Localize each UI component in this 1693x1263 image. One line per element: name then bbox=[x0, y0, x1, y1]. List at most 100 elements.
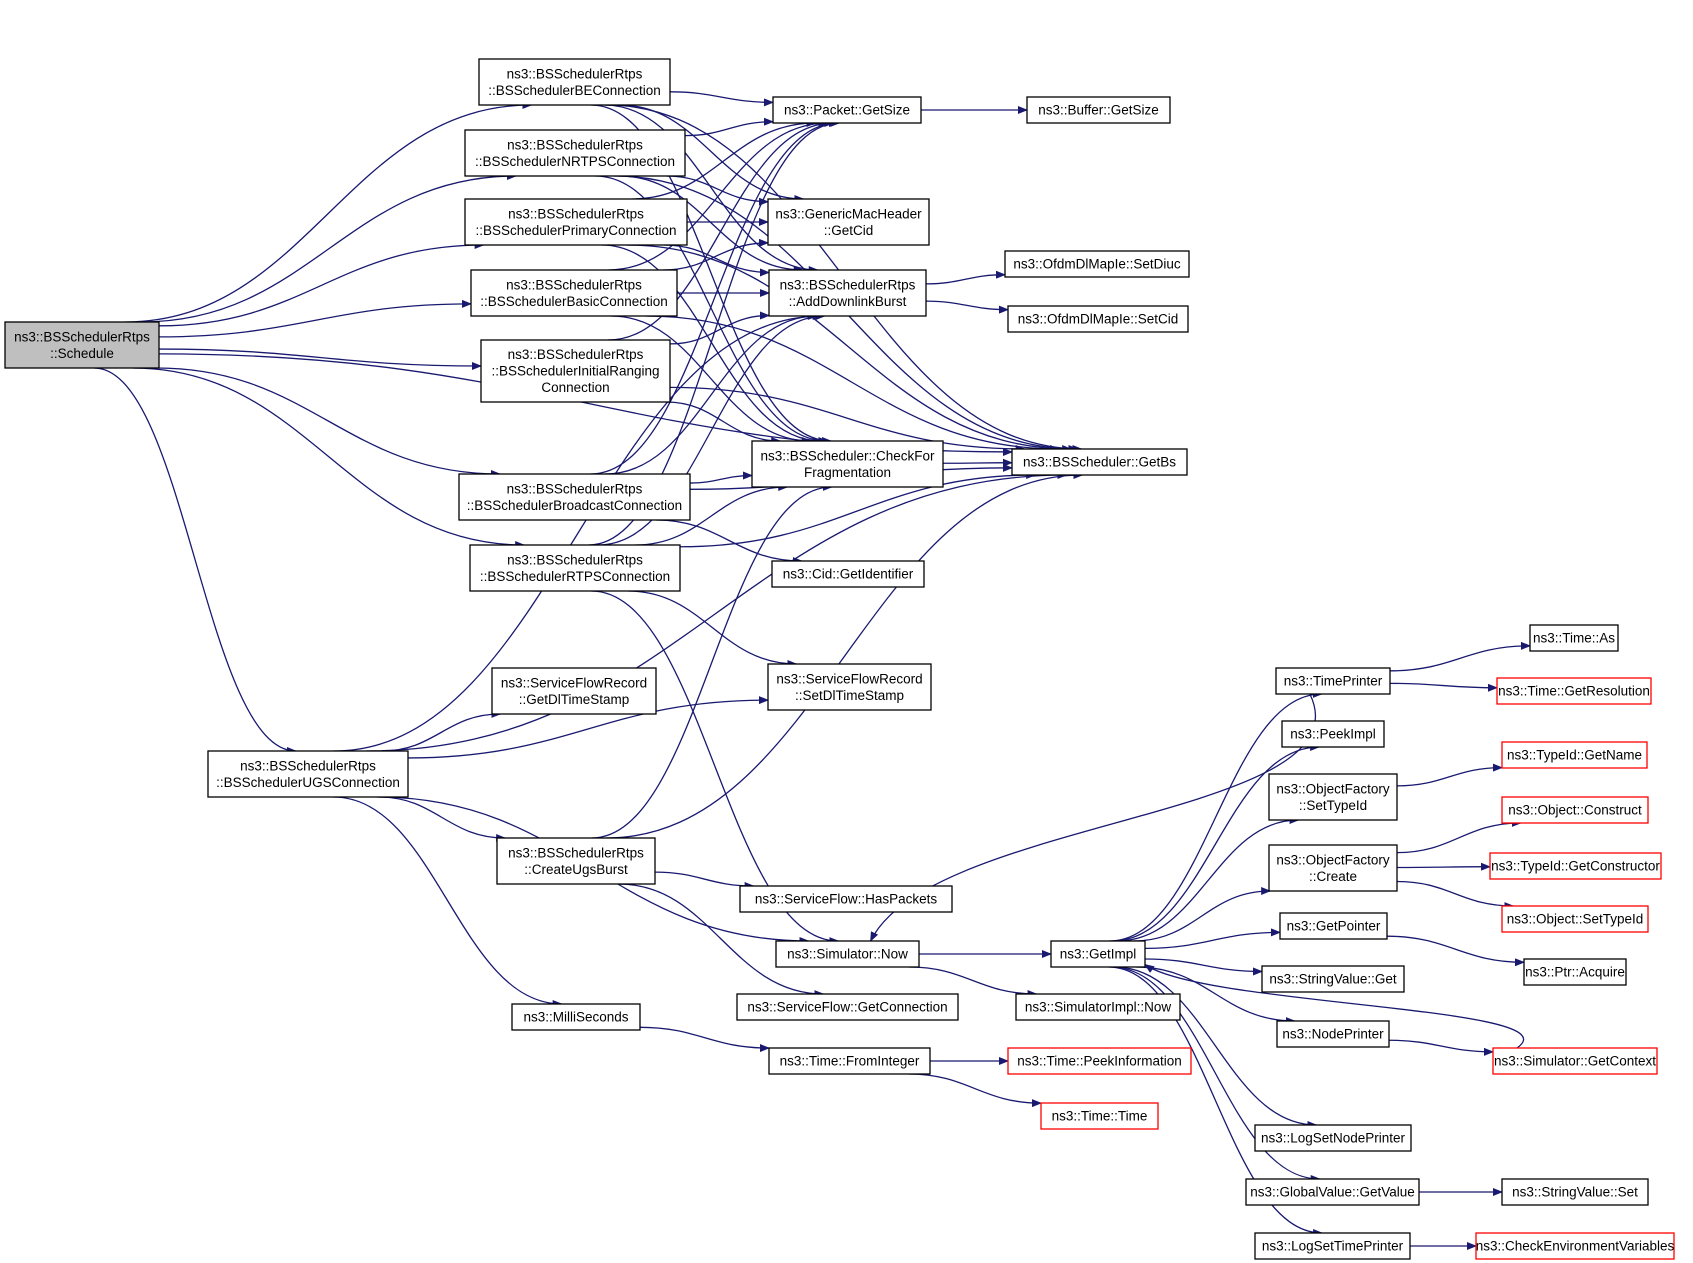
node-getpointer[interactable]: ns3::GetPointer bbox=[1279, 912, 1388, 940]
node-objconstruct[interactable]: ns3::Object::Construct bbox=[1501, 796, 1649, 824]
node-getbs[interactable]: ns3::BSScheduler::GetBs bbox=[1011, 448, 1188, 476]
edge-primary-to-getbs bbox=[626, 244, 1073, 453]
node-box bbox=[739, 885, 953, 913]
node-be[interactable]: ns3::BSSchedulerRtps::BSSchedulerBEConne… bbox=[478, 58, 671, 106]
edge-schedule-to-initrang bbox=[158, 348, 482, 371]
node-initrang[interactable]: ns3::BSSchedulerRtps::BSSchedulerInitial… bbox=[480, 339, 671, 403]
node-timeas[interactable]: ns3::Time::As bbox=[1529, 624, 1619, 652]
node-cidgetid[interactable]: ns3::Cid::GetIdentifier bbox=[771, 560, 925, 588]
node-strget[interactable]: ns3::StringValue::Get bbox=[1261, 965, 1405, 993]
edge-adddl-to-setdiuc bbox=[925, 270, 1006, 285]
node-box bbox=[511, 1003, 641, 1031]
edge-millis-to-fromint bbox=[639, 1026, 770, 1053]
edge-schedule-to-broadcast bbox=[156, 367, 501, 478]
node-logsettime[interactable]: ns3::LogSetTimePrinter bbox=[1254, 1232, 1411, 1260]
node-label-line: ns3::BSScheduler::CheckFor bbox=[760, 448, 935, 463]
node-broadcast[interactable]: ns3::BSSchedulerRtps::BSSchedulerBroadca… bbox=[458, 473, 691, 521]
node-nodeprinter[interactable]: ns3::NodePrinter bbox=[1276, 1020, 1390, 1048]
edge-ugs-to-millis bbox=[333, 796, 563, 1008]
node-setcid[interactable]: ns3::OfdmDlMapIe::SetCid bbox=[1007, 305, 1189, 333]
node-createugs[interactable]: ns3::BSSchedulerRtps::CreateUgsBurst bbox=[496, 837, 656, 885]
node-ofsettid[interactable]: ns3::ObjectFactory::SetTypeId bbox=[1268, 773, 1398, 821]
node-peekimpl[interactable]: ns3::PeekImpl bbox=[1281, 720, 1385, 748]
node-box bbox=[775, 940, 920, 968]
edge-rtps-to-adddl bbox=[597, 312, 826, 546]
node-box bbox=[1268, 773, 1398, 821]
node-getres[interactable]: ns3::Time::GetResolution bbox=[1496, 677, 1652, 705]
node-box bbox=[1040, 1102, 1159, 1130]
node-logsetnode[interactable]: ns3::LogSetNodePrinter bbox=[1254, 1124, 1412, 1152]
node-box bbox=[771, 560, 925, 588]
node-box bbox=[469, 544, 681, 592]
node-box bbox=[464, 129, 686, 177]
edge-getimpl-to-ofsettid bbox=[1117, 816, 1300, 942]
node-label-line: ns3::BSSchedulerRtps bbox=[507, 66, 643, 81]
node-setdiuc[interactable]: ns3::OfdmDlMapIe::SetDiuc bbox=[1004, 250, 1190, 278]
node-label-line: ::GetDlTimeStamp bbox=[519, 692, 630, 707]
node-schedule[interactable]: ns3::BSSchedulerRtps::Schedule bbox=[4, 321, 160, 369]
node-label-line: ns3::TypeId::GetConstructor bbox=[1491, 859, 1660, 874]
node-getsize[interactable]: ns3::Packet::GetSize bbox=[772, 96, 922, 124]
node-primary[interactable]: ns3::BSSchedulerRtps::BSSchedulerPrimary… bbox=[464, 198, 688, 246]
node-millis[interactable]: ns3::MilliSeconds bbox=[511, 1003, 641, 1031]
edge-rtps-to-getbs bbox=[679, 471, 1037, 548]
node-rtps[interactable]: ns3::BSSchedulerRtps::BSSchedulerRTPSCon… bbox=[469, 544, 681, 592]
node-label-line: ns3::MilliSeconds bbox=[523, 1010, 628, 1025]
node-label-line: ns3::GlobalValue::GetValue bbox=[1250, 1185, 1415, 1200]
node-label-line: ::BSSchedulerBroadcastConnection bbox=[467, 498, 682, 513]
edge-nrtps-to-adddl bbox=[619, 175, 804, 274]
edge-primary-to-checkfrag bbox=[601, 244, 823, 445]
edges-layer bbox=[94, 91, 1531, 1250]
node-box bbox=[207, 750, 409, 798]
node-label-line: ns3::BSSchedulerRtps bbox=[507, 137, 643, 152]
node-nrtps[interactable]: ns3::BSSchedulerRtps::BSSchedulerNRTPSCo… bbox=[464, 129, 686, 177]
node-setdlts[interactable]: ns3::ServiceFlowRecord::SetDlTimeStamp bbox=[767, 663, 932, 711]
node-box bbox=[767, 198, 930, 246]
node-ugs[interactable]: ns3::BSSchedulerRtps::BSSchedulerUGSConn… bbox=[207, 750, 409, 798]
node-box bbox=[768, 1047, 931, 1075]
node-gvgetvalue[interactable]: ns3::GlobalValue::GetValue bbox=[1245, 1178, 1420, 1206]
node-tidgetctor[interactable]: ns3::TypeId::GetConstructor bbox=[1489, 852, 1662, 880]
node-simnow[interactable]: ns3::Simulator::Now bbox=[775, 940, 920, 968]
node-timeprinter[interactable]: ns3::TimePrinter bbox=[1275, 667, 1391, 695]
node-fromint[interactable]: ns3::Time::FromInteger bbox=[768, 1047, 931, 1075]
node-ptracquire[interactable]: ns3::Ptr::Acquire bbox=[1523, 958, 1627, 986]
node-box bbox=[1523, 958, 1627, 986]
node-getdlts[interactable]: ns3::ServiceFlowRecord::GetDlTimeStamp bbox=[491, 667, 657, 715]
node-box bbox=[496, 837, 656, 885]
node-label-line: ns3::ObjectFactory bbox=[1276, 852, 1390, 867]
node-label-line: ns3::GetPointer bbox=[1287, 919, 1381, 934]
node-label-line: ns3::Object::Construct bbox=[1508, 803, 1642, 818]
node-getimpl[interactable]: ns3::GetImpl bbox=[1050, 940, 1146, 968]
node-strset[interactable]: ns3::StringValue::Set bbox=[1501, 1178, 1649, 1206]
node-label-line: ::SetDlTimeStamp bbox=[795, 688, 904, 703]
node-label-line: ns3::Time::Time bbox=[1052, 1109, 1148, 1124]
node-getcontext[interactable]: ns3::Simulator::GetContext bbox=[1492, 1047, 1658, 1075]
node-simimplnow[interactable]: ns3::SimulatorImpl::Now bbox=[1015, 993, 1181, 1021]
edge-ofcreate-to-objsettid bbox=[1396, 880, 1515, 910]
node-getconn[interactable]: ns3::ServiceFlow::GetConnection bbox=[736, 993, 959, 1021]
node-label-line: ns3::BSSchedulerRtps bbox=[507, 552, 643, 567]
node-bufsize[interactable]: ns3::Buffer::GetSize bbox=[1026, 96, 1171, 124]
node-label-line: ns3::PeekImpl bbox=[1290, 727, 1376, 742]
node-getcid[interactable]: ns3::GenericMacHeader::GetCid bbox=[767, 198, 930, 246]
node-label-line: ns3::ServiceFlowRecord bbox=[501, 675, 647, 690]
edge-ofsettid-to-tidgetname bbox=[1396, 763, 1503, 787]
node-checkenv[interactable]: ns3::CheckEnvironmentVariables bbox=[1475, 1232, 1675, 1260]
node-label-line: ::BSSchedulerUGSConnection bbox=[216, 775, 400, 790]
node-peekinfo[interactable]: ns3::Time::PeekInformation bbox=[1007, 1047, 1192, 1075]
node-label-line: ::BSSchedulerNRTPSConnection bbox=[475, 154, 675, 169]
node-ofcreate[interactable]: ns3::ObjectFactory::Create bbox=[1268, 844, 1398, 892]
edge-initrang-to-adddl bbox=[669, 311, 770, 345]
edge-rtps-to-getsize bbox=[588, 119, 841, 546]
node-label-line: ns3::Time::FromInteger bbox=[780, 1054, 920, 1069]
node-timetime[interactable]: ns3::Time::Time bbox=[1040, 1102, 1159, 1130]
node-haspackets[interactable]: ns3::ServiceFlow::HasPackets bbox=[739, 885, 953, 913]
edge-rtps-to-setdlts bbox=[628, 590, 798, 668]
node-basic[interactable]: ns3::BSSchedulerRtps::BSSchedulerBasicCo… bbox=[470, 269, 678, 317]
node-objsettid[interactable]: ns3::Object::SetTypeId bbox=[1501, 905, 1649, 933]
edge-schedule-to-basic bbox=[158, 299, 472, 338]
node-tidgetname[interactable]: ns3::TypeId::GetName bbox=[1501, 741, 1648, 769]
node-adddl[interactable]: ns3::BSSchedulerRtps::AddDownlinkBurst bbox=[768, 269, 927, 317]
